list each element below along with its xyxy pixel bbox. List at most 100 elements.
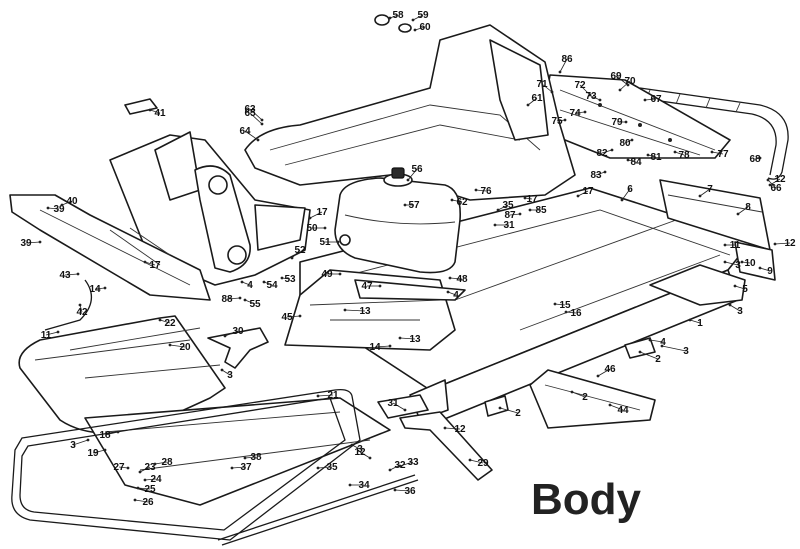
callout-number: 9 [767,266,773,277]
callout-number: 17 [526,194,538,205]
callout-leader [595,171,606,176]
decal-plate [124,98,158,115]
callout-leader [139,466,151,473]
callout-dot [553,302,557,306]
callout-dot [570,390,574,394]
callout-leader [344,309,366,312]
callout-dot [38,240,42,244]
callout-dot [308,216,312,220]
callout-number: 75 [551,116,563,127]
callout-leader [118,466,129,469]
callout-number: 77 [717,149,729,160]
callout-dot [280,276,284,280]
callout-number: 42 [76,307,88,318]
callout-dot [526,103,530,107]
callout-leader [72,439,89,446]
callout-number: 3 [735,260,741,271]
callout-dot [260,122,264,126]
callout-dot [588,93,592,97]
callout-dot [103,448,107,452]
callout-number: 16 [570,308,582,319]
callout-dot [563,118,567,122]
callout-leader [244,299,256,305]
callout-dot [316,394,320,398]
callout-leader [399,337,416,340]
callout-leader [590,95,601,101]
callout-dot [630,138,634,142]
callout-number: 1 [697,318,703,329]
callout-number: 39 [53,204,65,215]
callout-leader [45,331,59,336]
callout-dot [348,483,352,487]
callout-leader [447,291,457,296]
callout-dot [368,456,372,460]
callout-number: 72 [574,80,586,91]
callout-dot [766,178,770,182]
callout-dot [78,303,82,307]
callout-dot [316,466,320,470]
callout-number: 12 [354,447,366,458]
callout-number: 55 [249,299,261,310]
callout-leader [392,402,406,411]
callout-number: 86 [561,54,573,65]
callout-dot [56,330,60,334]
callout-leader [389,464,401,471]
callout-number: 3 [70,440,76,451]
callout-number: 73 [585,91,597,102]
callout-number: 43 [59,270,71,281]
callout-leader [47,207,60,210]
callout-number: 56 [411,164,423,175]
callout-leader [224,330,239,337]
callout-number: 11 [730,240,741,251]
callout-leader [286,315,301,318]
callout-dot [740,260,744,264]
callout-leader [317,394,334,397]
callout-dot [230,466,234,470]
callout-leader [241,281,251,286]
callout-leader [759,267,771,272]
callout-leader [774,242,791,245]
callout-leader [154,461,168,465]
callout-number: 76 [480,186,492,197]
callout-leader [149,109,161,114]
callout-dot [468,458,472,462]
callout-dot [596,374,600,378]
callout-dot [698,194,702,198]
belly-pan [9,194,211,301]
callout-number: 49 [321,269,333,280]
callout-number: 79 [611,117,623,128]
callout-leader [619,80,631,91]
callout-leader [61,200,73,206]
callout-number: 34 [358,480,370,491]
callout-number: 30 [232,326,244,337]
callout-leader [689,319,701,324]
callout-leader [94,287,106,290]
callout-leader [674,151,685,156]
callout-number: 36 [404,486,416,497]
callout-dot [398,464,402,468]
callout-number: 87 [504,210,516,221]
hood-latch [207,327,269,369]
callout-dot [646,153,650,157]
callout-dot [323,226,327,230]
callout-dot [773,242,777,246]
callout-leader [711,151,724,155]
callout-number: 54 [266,280,278,291]
callout-leader [359,451,371,459]
callout-number: 61 [531,93,543,104]
callout-leader [527,97,538,106]
taillight-housing [539,74,731,159]
callout-number: 20 [179,342,191,353]
callout-dot [673,150,677,154]
callout-dot [153,462,157,466]
callout-number: 22 [164,318,176,329]
callout-dot [143,478,147,482]
callout-number: 27 [113,462,125,473]
callout-number: 25 [144,484,156,495]
callout-number: 4 [247,280,253,291]
callout-dot [626,83,630,87]
callout-dot [262,280,266,284]
callout-leader [309,211,323,219]
callout-dot [638,350,642,354]
callout-leader [579,84,591,96]
